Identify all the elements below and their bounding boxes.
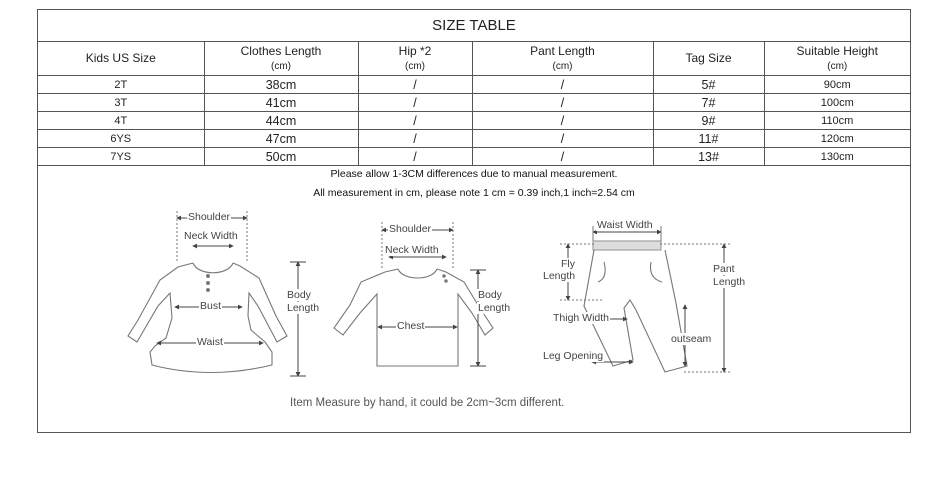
cell-tag-size: 7# — [652, 93, 765, 112]
table-row: 6YS 47cm / / 11# 120cm — [38, 129, 910, 148]
cell-size: 2T — [38, 75, 205, 94]
cell-size: 7YS — [38, 147, 205, 166]
cell-clothes-length: 50cm — [203, 147, 359, 166]
cell-tag-size: 13# — [652, 147, 765, 166]
table-header-row: Kids US Size Clothes Length(cm) Hip *2(c… — [38, 41, 910, 76]
header-suitable-height: Suitable Height(cm) — [763, 41, 910, 76]
table-row: 3T 41cm / / 7# 100cm — [38, 93, 910, 112]
cell-size: 3T — [38, 93, 205, 112]
cell-size: 6YS — [38, 129, 205, 148]
header-hip: Hip *2(cm) — [357, 41, 473, 76]
size-table: Kids US Size Clothes Length(cm) Hip *2(c… — [38, 41, 910, 166]
cell-pant-length: / — [471, 111, 654, 130]
header-kids-size: Kids US Size — [38, 41, 205, 76]
cell-hip: / — [357, 111, 473, 130]
header-clothes-length: Clothes Length(cm) — [203, 41, 359, 76]
note-tolerance: Please allow 1-3CM differences due to ma… — [330, 168, 618, 180]
cell-height: 120cm — [763, 129, 910, 148]
cell-hip: / — [357, 93, 473, 112]
cell-hip: / — [357, 147, 473, 166]
size-chart-frame: SIZE TABLE Kids US Size Clothes Length(c… — [37, 9, 911, 433]
cell-tag-size: 11# — [652, 129, 765, 148]
cell-hip: / — [357, 129, 473, 148]
cell-height: 130cm — [763, 147, 910, 166]
cell-hip: / — [357, 75, 473, 94]
cell-clothes-length: 38cm — [203, 75, 359, 94]
cell-pant-length: / — [471, 129, 654, 148]
cell-pant-length: / — [471, 75, 654, 94]
header-pant-length: Pant Length(cm) — [471, 41, 654, 76]
table-row: 4T 44cm / / 9# 110cm — [38, 111, 910, 130]
cell-clothes-length: 41cm — [203, 93, 359, 112]
cell-tag-size: 5# — [652, 75, 765, 94]
cell-tag-size: 9# — [652, 111, 765, 130]
size-table-title: SIZE TABLE — [38, 10, 910, 42]
table-row: 2T 38cm / / 5# 90cm — [38, 75, 910, 94]
cell-height: 110cm — [763, 111, 910, 130]
note-conversion: All measurement in cm, please note 1 cm … — [313, 187, 635, 199]
cell-clothes-length: 47cm — [203, 129, 359, 148]
cell-height: 100cm — [763, 93, 910, 112]
header-tag-size: Tag Size — [652, 41, 765, 76]
cell-pant-length: / — [471, 93, 654, 112]
cell-clothes-length: 44cm — [203, 111, 359, 130]
cell-pant-length: / — [471, 147, 654, 166]
cell-height: 90cm — [763, 75, 910, 94]
cell-size: 4T — [38, 111, 205, 130]
table-row: 7YS 50cm / / 13# 130cm — [38, 147, 910, 166]
